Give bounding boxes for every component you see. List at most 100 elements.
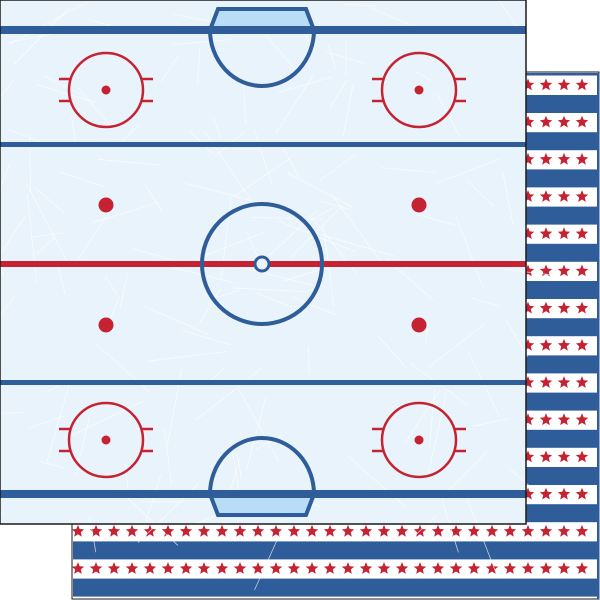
star-icon [323,524,337,537]
ice-scratch [30,232,64,238]
ice-scratch [342,82,354,136]
ice-scratch [246,397,267,470]
ice-scratch [376,334,408,369]
star-icon [71,562,85,574]
star-icon [251,524,265,537]
star-icon [539,301,553,314]
star-icon [197,562,211,574]
faceoff-ring [380,401,458,479]
star-icon [377,562,391,574]
ice-scratch [119,273,129,308]
star-icon [539,487,553,500]
ice-scratch [441,499,459,553]
ice-scratch [236,452,242,479]
star-icon [395,524,409,537]
star-icon [143,562,157,574]
star-icon [575,301,589,314]
star-icon [539,376,553,388]
goal-line-top [0,26,526,34]
ice-scratch [88,19,110,26]
faceoff-circle [59,51,153,129]
ice-scratch [381,167,436,174]
star-icon [521,524,535,537]
stripe-border-right [597,73,600,599]
ice-scratch [308,230,395,257]
ice-scratch [436,93,461,138]
top-goal-crease [207,7,317,88]
ice-scratch [289,204,344,259]
ice-scratch [233,264,313,286]
ice-scratch [344,3,377,7]
star-icon [557,376,571,388]
ice-scratch [75,417,90,477]
ice-scratch [1,162,11,186]
star-icon [431,562,445,574]
star-icon [179,562,193,574]
star-icon [359,524,373,537]
star-icon [575,115,589,128]
ice-scratch [146,350,228,362]
front-sheet-hockey-rink [0,0,528,553]
ice-scratch [246,230,259,260]
blue-line-top [0,142,526,147]
star-icon [557,152,571,165]
ice-scratch [212,116,221,139]
star-icon [215,524,229,537]
ice-scratch [292,296,337,316]
star-icon [431,524,445,537]
ice-scratch [505,319,528,358]
ice-scratch [73,206,114,267]
star-icon [89,562,103,574]
star-icon [539,562,553,574]
star-icon [575,450,589,463]
ice-scratch [243,82,247,124]
star-icon [395,562,409,574]
ice-scratch [195,367,263,421]
ice-scratch [441,450,488,498]
ice-scratch [46,379,71,464]
star-icon [557,227,571,240]
star-icon [413,562,427,574]
star-icon [557,413,571,426]
ice-scratch [427,393,447,476]
star-icon [161,524,175,537]
ice-scratch [415,71,434,82]
ice-scratch [437,158,500,184]
ice-scratch [502,170,514,225]
star-icon [575,413,589,426]
ice-scratch [466,180,494,207]
star-icon [305,562,319,574]
star-icon [215,562,229,574]
ice-scratch [308,346,310,373]
neutral-zone-faceoff-dot [411,317,427,333]
star-icon [233,562,247,574]
ice-scratch [145,306,210,336]
star-icon [539,115,553,128]
faceoff-circle [59,401,153,479]
ice-scratch [370,7,410,26]
star-icon [251,562,265,574]
star-icon [557,562,571,574]
star-icon [557,301,571,314]
star-icon [557,190,571,202]
star-icon [467,524,481,537]
star-icon [575,264,589,277]
front-sheet-border [0,0,527,525]
ice-scratch [197,47,201,85]
star-icon [575,562,589,574]
ice-scratch [42,75,82,95]
star-icon [539,524,553,537]
star-icon [179,524,193,537]
star-icon [575,338,589,351]
star-icon [287,524,301,537]
ice-scratch [422,215,456,226]
star-icon [341,524,355,537]
faceoff-ring [67,401,145,479]
ice-scratch [309,207,334,221]
blue-line-bottom [0,380,526,385]
ice-scratch [26,184,69,263]
star-icon [557,115,571,128]
star-icon [539,152,553,165]
star-icon [125,562,139,574]
